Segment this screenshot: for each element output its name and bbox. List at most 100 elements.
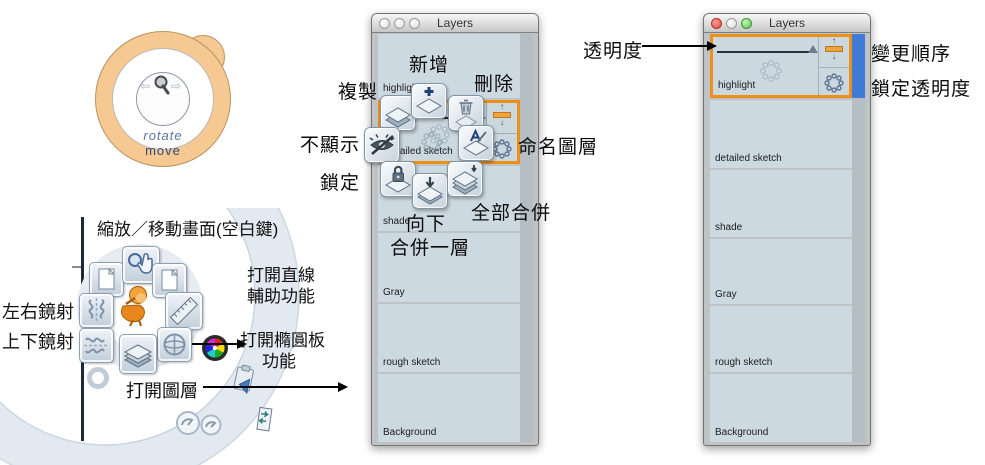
layer-name: rough sketch <box>383 357 441 368</box>
layers-window-middle: Layers highlight detailed sketch ↑ ↓ <box>371 13 539 446</box>
reorder-control[interactable]: ↑ ↓ <box>819 37 849 68</box>
layer-name: shade <box>715 222 743 233</box>
annotation-line-assist-2: 輔助功能 <box>247 287 315 306</box>
reorder-control[interactable]: ↑ ↓ <box>487 103 517 134</box>
layer-name: detailed sketch <box>386 146 453 157</box>
layer-name: Background <box>715 427 769 438</box>
annotation-rename-layer: 命名圖層 <box>518 137 599 158</box>
up-arrow-icon: ↑ <box>832 36 836 45</box>
merge-all-button[interactable] <box>447 161 483 197</box>
annotation-opacity: 透明度 <box>583 41 644 62</box>
down-arrow-icon: ↓ <box>832 52 836 61</box>
page-icon <box>98 267 116 290</box>
gear-dotted-icon <box>824 73 844 93</box>
mirror-vertical-button[interactable] <box>79 328 114 363</box>
layer-row[interactable]: highlight <box>378 34 520 98</box>
layer-row[interactable]: shade <box>710 170 852 237</box>
lock-opacity-control[interactable] <box>819 68 849 98</box>
arrow-to-ellipse-label <box>192 339 247 349</box>
layer-name: detailed sketch <box>715 153 782 164</box>
gear-dotted-icon <box>421 131 443 153</box>
mirror-lr-icon <box>88 298 105 323</box>
add-layer-button[interactable] <box>411 83 447 119</box>
zoom-window-button[interactable] <box>409 18 420 29</box>
gauge-icons[interactable] <box>175 410 225 438</box>
mirror-ud-icon <box>84 337 109 354</box>
close-window-button[interactable] <box>379 18 390 29</box>
lock-icon <box>385 165 411 193</box>
page-icon <box>161 268 179 291</box>
arrow-to-layers-panel <box>203 382 348 392</box>
layer-row[interactable]: detailed sketch <box>710 100 852 168</box>
annotation-open-layers: 打開圖層 <box>126 381 198 401</box>
window-title: Layers <box>768 16 806 30</box>
layer-row[interactable]: Gray <box>710 239 852 304</box>
scrollbar-strip[interactable] <box>520 34 533 442</box>
annotation-ellipse-1: 打開橢圓板 <box>240 331 325 350</box>
down-arrow-icon: ↓ <box>500 118 504 127</box>
layer-name: Gray <box>715 289 737 300</box>
hide-layer-button[interactable] <box>364 127 400 163</box>
titlebar: Layers <box>704 14 870 33</box>
opacity-slider[interactable] <box>717 51 817 53</box>
lagoon-radial-menu: 縮放／移動畫面(空白鍵) 左右鏡射 上下鏡射 打開直線 輔助功能 打開橢圓板 功… <box>0 208 362 465</box>
annotation-merge-all: 全部合併 <box>471 203 552 224</box>
rename-layer-icon <box>463 128 489 156</box>
titlebar: Layers <box>372 14 538 33</box>
annotation-mirror-lr: 左右鏡射 <box>2 302 74 322</box>
layer-row[interactable]: Background <box>710 374 852 442</box>
minimize-window-button[interactable] <box>394 18 405 29</box>
annotation-add-layer: 新增 <box>409 55 450 76</box>
hidden-eye-icon <box>369 134 395 155</box>
layer-row[interactable]: Gray <box>378 233 520 302</box>
exit-door-icon[interactable] <box>247 402 280 442</box>
layer-position-bar <box>825 46 843 52</box>
annotation-lock-opacity: 鎖定透明度 <box>871 79 972 100</box>
merge-down-icon <box>417 177 443 205</box>
opacity-slider-handle[interactable] <box>808 45 818 53</box>
add-layer-icon <box>416 87 442 114</box>
layer-name: highlight <box>383 83 421 94</box>
ring-icon[interactable] <box>87 367 109 389</box>
scrollbar-strip[interactable] <box>852 34 865 442</box>
annotation-merge-down-1: 向下 <box>406 214 447 235</box>
ellipse-guide-button[interactable] <box>157 327 192 362</box>
tick-mark <box>72 266 81 268</box>
rotate-label: rotate <box>143 128 183 143</box>
ruler-button[interactable] <box>165 292 203 330</box>
layer-name: Background <box>383 427 437 438</box>
lock-opacity-control[interactable] <box>487 134 517 164</box>
layer-row-selected[interactable]: highlight ↑ ↓ <box>710 34 852 98</box>
rename-layer-button[interactable] <box>458 125 494 161</box>
mascot-icon <box>121 286 147 327</box>
layer-row[interactable]: rough sketch <box>710 306 852 372</box>
layer-name: highlight <box>718 80 756 91</box>
scrollbar-selected-indicator[interactable] <box>852 34 865 98</box>
duplicate-layer-icon <box>385 107 411 128</box>
annotation-lock-layer: 鎖定 <box>320 173 361 194</box>
arrow-right-icon: ⇨ <box>171 79 182 93</box>
navigation-puck: × ⇦ ⇨ rotate move <box>93 29 233 167</box>
puck-rotate-disc[interactable] <box>112 48 214 150</box>
gear-dotted-icon <box>428 124 450 146</box>
layer-row[interactable]: Background <box>378 374 520 442</box>
minimize-window-button[interactable] <box>726 18 737 29</box>
color-wheel-icon[interactable] <box>201 334 229 362</box>
mirror-horizontal-button[interactable] <box>79 293 114 328</box>
annotation-delete-layer: 刪除 <box>474 74 515 95</box>
annotation-merge-down-2: 合併一層 <box>390 238 471 259</box>
annotation-hide-layer: 不顯示 <box>300 135 361 156</box>
gear-dotted-icon <box>760 60 782 82</box>
layer-row[interactable]: rough sketch <box>378 304 520 372</box>
layers-window-right: Layers highlight ↑ ↓ <box>703 13 871 446</box>
zoom-window-button[interactable] <box>741 18 752 29</box>
layer-name: Gray <box>383 287 405 298</box>
merge-down-button[interactable] <box>412 173 448 209</box>
annotation-mirror-ud: 上下鏡射 <box>2 332 74 352</box>
open-layers-button[interactable] <box>119 334 157 374</box>
layers-stack-icon <box>123 344 153 368</box>
close-window-button[interactable] <box>711 18 722 29</box>
arrow-to-opacity-slider <box>642 41 717 51</box>
lock-layer-button[interactable] <box>380 161 416 197</box>
